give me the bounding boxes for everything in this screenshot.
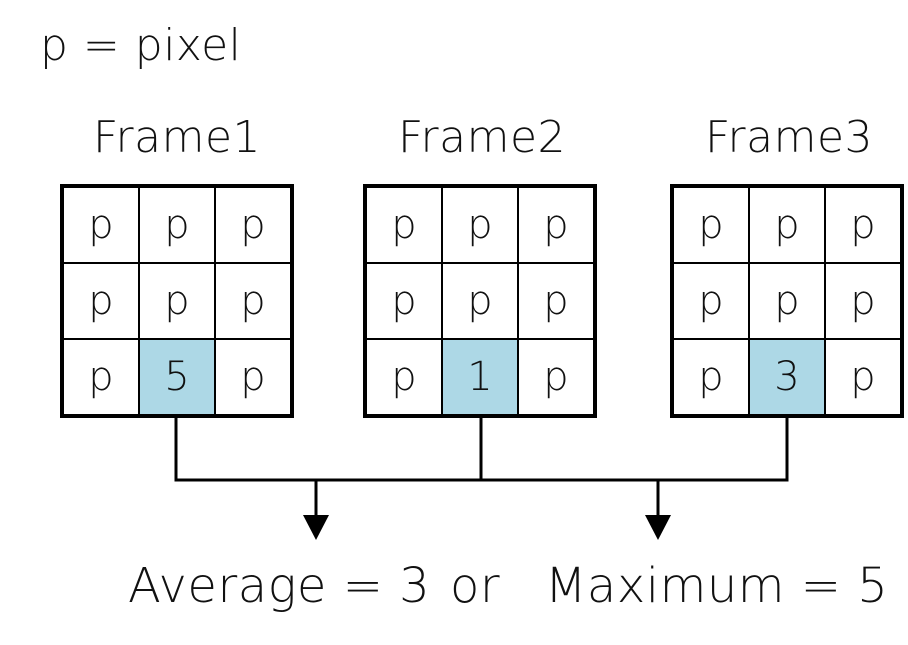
maximum-arrow-head <box>645 515 671 540</box>
frame2-grid: p p p p p p p 1 p <box>363 184 597 418</box>
pixel-cell: p <box>139 187 215 263</box>
highlighted-pixel-cell: 5 <box>139 339 215 415</box>
frame1-title: Frame1 <box>92 112 262 163</box>
highlighted-pixel-cell: 1 <box>442 339 518 415</box>
pixel-cell: p <box>63 339 139 415</box>
pixel-cell: p <box>673 187 749 263</box>
pixel-cell: p <box>366 263 442 339</box>
pixel-cell: p <box>63 187 139 263</box>
pixel-cell: p <box>518 339 594 415</box>
pixel-cell: p <box>825 339 901 415</box>
pixel-cell: p <box>518 263 594 339</box>
pixel-cell: p <box>749 187 825 263</box>
pixel-cell: p <box>366 187 442 263</box>
frame3-title: Frame3 <box>704 112 874 163</box>
average-result: Average = 3 <box>128 558 431 614</box>
pixel-cell: p <box>518 187 594 263</box>
pixel-cell: p <box>825 263 901 339</box>
highlighted-pixel-cell: 3 <box>749 339 825 415</box>
average-arrow-head <box>303 515 329 540</box>
pixel-cell: p <box>215 263 291 339</box>
pixel-cell: p <box>442 263 518 339</box>
pixel-cell: p <box>139 263 215 339</box>
pixel-cell: p <box>825 187 901 263</box>
pixel-cell: p <box>366 339 442 415</box>
legend-text: p = pixel <box>40 20 242 71</box>
pixel-cell: p <box>749 263 825 339</box>
maximum-result: Maximum = 5 <box>545 558 889 614</box>
pixel-cell: p <box>442 187 518 263</box>
pixel-cell: p <box>63 263 139 339</box>
pixel-cell: p <box>215 187 291 263</box>
pixel-cell: p <box>673 263 749 339</box>
frame2-title: Frame2 <box>397 112 567 163</box>
frame1-grid: p p p p p p p 5 p <box>60 184 294 418</box>
pixel-cell: p <box>673 339 749 415</box>
frame3-grid: p p p p p p p 3 p <box>670 184 904 418</box>
or-connector: or <box>450 558 501 614</box>
pixel-cell: p <box>215 339 291 415</box>
